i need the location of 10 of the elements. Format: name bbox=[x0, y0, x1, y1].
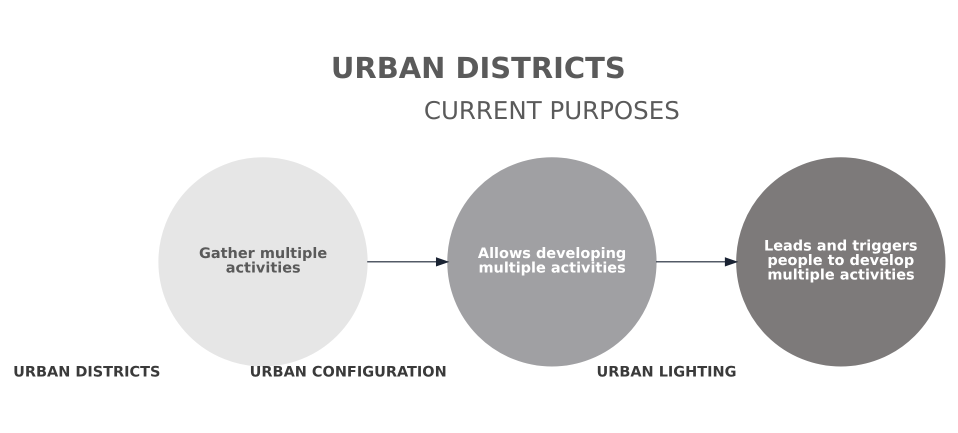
arrow bbox=[656, 257, 738, 267]
node-circle: Leads and triggers people to develop multiple activities bbox=[736, 157, 946, 367]
node-label: URBAN LIGHTING bbox=[596, 364, 737, 380]
arrow bbox=[367, 257, 450, 267]
node-circle: Gather multiple activities bbox=[158, 157, 368, 367]
node-label: URBAN CONFIGURATION bbox=[250, 364, 447, 380]
label: CURRENT PURPOSES bbox=[424, 96, 680, 125]
node-label: URBAN DISTRICTS bbox=[13, 364, 160, 380]
diagram-title: URBAN DISTRICTS bbox=[330, 50, 626, 85]
node-circle: Allows developing multiple activities bbox=[447, 157, 657, 367]
